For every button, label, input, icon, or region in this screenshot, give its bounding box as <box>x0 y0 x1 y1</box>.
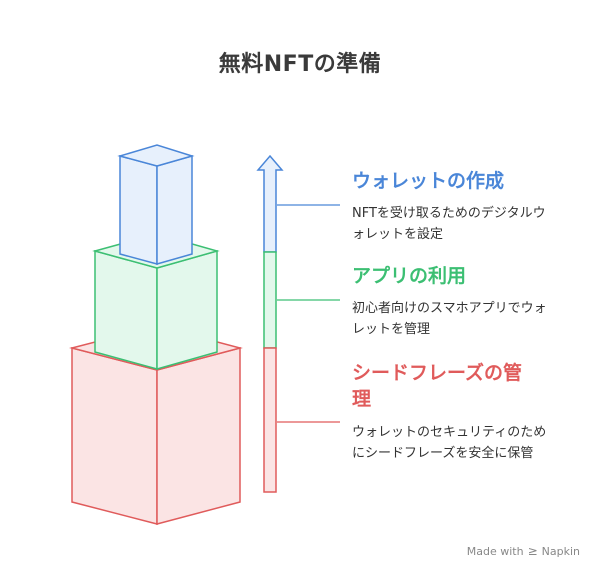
progress-arrow <box>256 154 284 493</box>
block-app-right <box>156 250 218 370</box>
footer-credit: Made with ≥ Napkin <box>467 544 580 558</box>
napkin-logo-icon: ≥ <box>527 544 538 558</box>
footer-made-with: Made with <box>466 544 524 558</box>
step-wallet-title: ウォレットの作成 <box>352 170 505 192</box>
block-wallet-top <box>117 144 195 167</box>
block-wallet-left <box>119 155 158 265</box>
block-app-left <box>94 250 158 370</box>
arrow-segment-seed <box>263 347 277 493</box>
arrow-segment-wallet <box>256 154 284 253</box>
page-title: 無料NFTの準備 <box>218 52 382 77</box>
arrow-segment-app <box>263 251 277 349</box>
step-seed-title: シードフレーズの管理 <box>352 362 523 410</box>
step-wallet-desc: NFTを受け取るためのデジタルウォレットを設定 <box>352 206 546 242</box>
footer-brand: Napkin <box>541 544 580 558</box>
block-seed-phrase-left <box>71 347 158 525</box>
step-seed-desc: ウォレットのセキュリティのためにシードフレーズを安全に保管 <box>352 425 547 461</box>
block-wallet <box>117 144 195 265</box>
step-app-title: アプリの利用 <box>352 265 467 287</box>
block-seed-phrase-right <box>156 347 241 525</box>
step-app-desc: 初心者向けのスマホアプリでウォレットを管理 <box>352 301 547 337</box>
block-wallet-right <box>156 155 193 265</box>
